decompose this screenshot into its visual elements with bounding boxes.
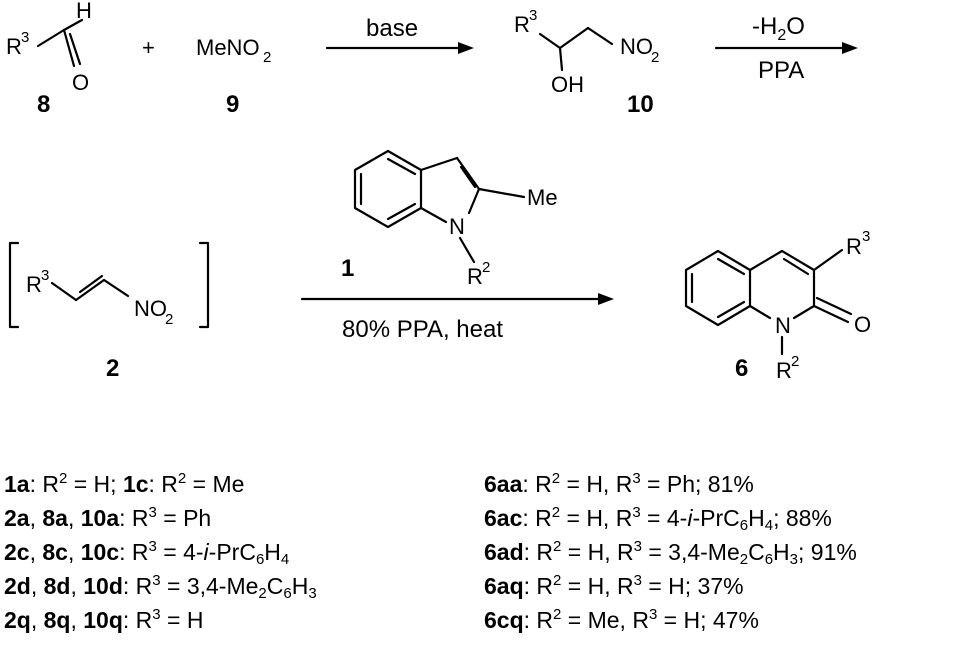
quinolinone-n-label: N [775,313,791,338]
compound-label-6: 6 [735,355,748,382]
nitroalcohol-no-label: NO [620,34,653,59]
legend-left-item: 1a: R2 = H; 1c: R2 = Me [4,470,245,497]
aldehyde-r-label: R [6,34,22,59]
legend-right-item: 6ad: R2 = H, R3 = 3,4-Me2C6H3; 91% [484,538,857,568]
indole-me-label: Me [527,185,558,210]
compound-label-9: 9 [226,91,239,118]
nitroalcohol-r-superscript: 3 [529,7,537,24]
indole-n-label: N [449,214,465,239]
legend-left-item: 2q, 8q, 10q: R3 = H [4,606,204,633]
nitroalcohol-10-structure: R 3 OH NO 2 [514,7,659,97]
compound-label-1: 1 [341,255,354,282]
nitromethane-9-structure: MeNO 2 [196,35,271,66]
quinolinone-r3-label: R [846,234,862,259]
compound-label-10: 10 [627,91,654,118]
condition-base: base [366,15,418,42]
legend-right-item: 6ac: R2 = H, R3 = 4-i-PrC6H4; 88% [484,504,832,534]
legend-right-item: 6aa: R2 = H, R3 = Ph; 81% [484,470,754,497]
nitroalcohol-oh-label: OH [551,72,584,97]
indole-r-label: R [467,264,483,289]
nitroalkene-no-subscript: 2 [165,311,173,328]
condition-dehydration: -H2O [752,13,805,44]
aldehyde-o-label: O [72,70,89,95]
legend-right: 6aa: R2 = H, R3 = Ph; 81% 6ac: R2 = H, R… [484,467,857,637]
legend-left-item: 2c, 8c, 10c: R3 = 4-i-PrC6H4 [4,538,290,568]
condition-ppa-heat: 80% PPA, heat [342,316,503,343]
compound-label-8: 8 [37,91,50,118]
reaction-scheme: H O R 3 8 + MeNO 2 9 base R 3 OH NO 2 10… [6,0,871,383]
compound-label-2: 2 [106,355,119,382]
nitroalkene-r-superscript: 3 [41,267,49,284]
right-bracket [198,241,210,329]
nitromethane-label: MeNO [196,35,260,60]
aldehyde-r-superscript: 3 [21,29,29,46]
nitroalcohol-r-label: R [514,12,530,37]
indole-r-superscript: 2 [482,259,490,276]
nitroalkene-r-label: R [26,272,42,297]
aldehyde-h-label: H [76,0,92,23]
quinolinone-o-label: O [854,312,871,337]
plus-sign: + [142,35,155,60]
legend-left: 1a: R2 = H; 1c: R2 = Me 2a, 8a, 10a: R3 … [4,467,317,637]
nitroalkene-no-label: NO [134,296,167,321]
legend-right-item: 6aq: R2 = H, R3 = H; 37% [484,572,744,599]
quinolinone-r2-label: R [776,358,792,383]
nitroalcohol-no-subscript: 2 [651,49,659,66]
aldehyde-8-structure: H O R 3 [6,0,92,95]
quinolinone-r3-superscript: 3 [862,228,870,245]
legend-right-item: 6cq: R2 = Me, R3 = H; 47% [484,606,759,633]
quinolinone-r2-superscript: 2 [791,353,799,370]
left-bracket [8,241,20,329]
legend-left-item: 2a, 8a, 10a: R3 = Ph [4,504,212,531]
quinolinone-6-structure: O R 3 N R 2 [684,228,871,383]
condition-ppa: PPA [758,57,804,84]
legend-left-item: 2d, 8d, 10d: R3 = 3,4-Me2C6H3 [4,572,317,602]
nitroalkene-2-structure: R 3 NO 2 [8,241,210,329]
nitromethane-subscript: 2 [263,49,271,66]
indole-1-structure: Me N R 2 [353,149,558,289]
